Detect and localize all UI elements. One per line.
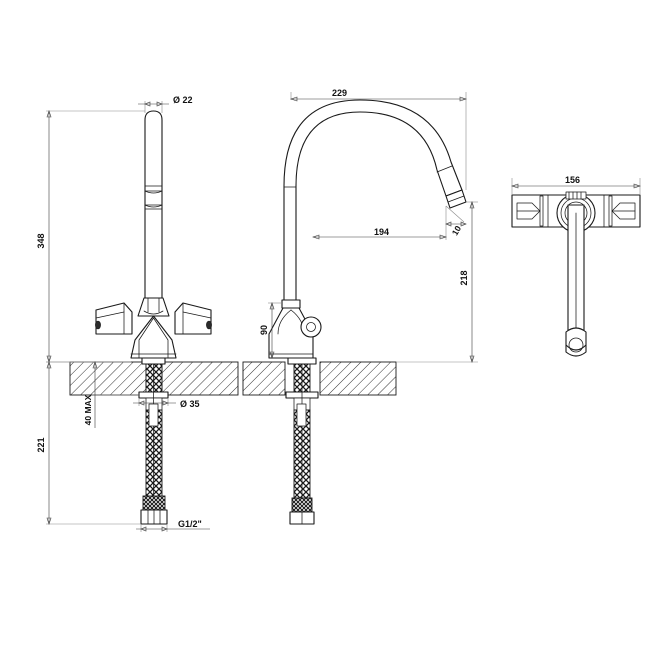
dim-label-229: 229 — [332, 88, 347, 98]
dimension-diameter-22: Ø 22 — [138, 95, 193, 113]
spout-arm-topview — [565, 204, 587, 357]
dimension-194: 194 — [312, 206, 447, 240]
dim-label-d35: Ø 35 — [180, 399, 200, 409]
handle-left — [95, 302, 133, 335]
handle-right — [174, 302, 212, 335]
threaded-shank-right — [285, 357, 319, 525]
gooseneck-tube — [283, 99, 463, 353]
mixer-body — [137, 297, 170, 317]
inlet-coupling — [140, 495, 168, 525]
dim-label-348: 348 — [36, 233, 46, 248]
dimension-156: 156 — [511, 175, 641, 195]
dim-label-g12: G1/2" — [178, 519, 202, 529]
spout-column — [144, 110, 163, 299]
dim-label-40max: 40 MAX — [83, 394, 93, 425]
counter-section-right — [242, 361, 397, 396]
dimension-229: 229 — [290, 88, 467, 190]
handle-right-topview — [608, 195, 636, 227]
side-view-gooseneck-spout: 229 194 10 — [242, 88, 478, 525]
dim-label-194: 194 — [374, 227, 389, 237]
handle-left-topview — [516, 195, 544, 227]
valve-body-side — [268, 299, 322, 359]
dim-label-156: 156 — [565, 175, 580, 185]
dim-label-10: 10 — [450, 224, 464, 237]
base-escutcheon — [130, 315, 177, 359]
dimension-thread-g12: G1/2" — [136, 519, 210, 532]
dimension-40-max: 40 MAX — [83, 361, 139, 428]
dimension-10: 10 — [445, 205, 467, 237]
dimension-90: 90 — [259, 302, 282, 359]
dim-label-d22: Ø 22 — [173, 95, 193, 105]
dimension-diameter-35: Ø 35 — [133, 398, 200, 409]
dimension-221: 221 — [36, 361, 141, 525]
top-view-deck-plate: 156 — [511, 175, 641, 357]
dim-label-218: 218 — [459, 270, 469, 285]
dimension-218: 218 — [396, 201, 478, 363]
front-view-dual-handle: Ø 22 348 40 MAX — [36, 95, 239, 532]
dim-label-221: 221 — [36, 437, 46, 452]
dim-label-90: 90 — [259, 325, 269, 335]
threaded-shank — [145, 363, 163, 507]
